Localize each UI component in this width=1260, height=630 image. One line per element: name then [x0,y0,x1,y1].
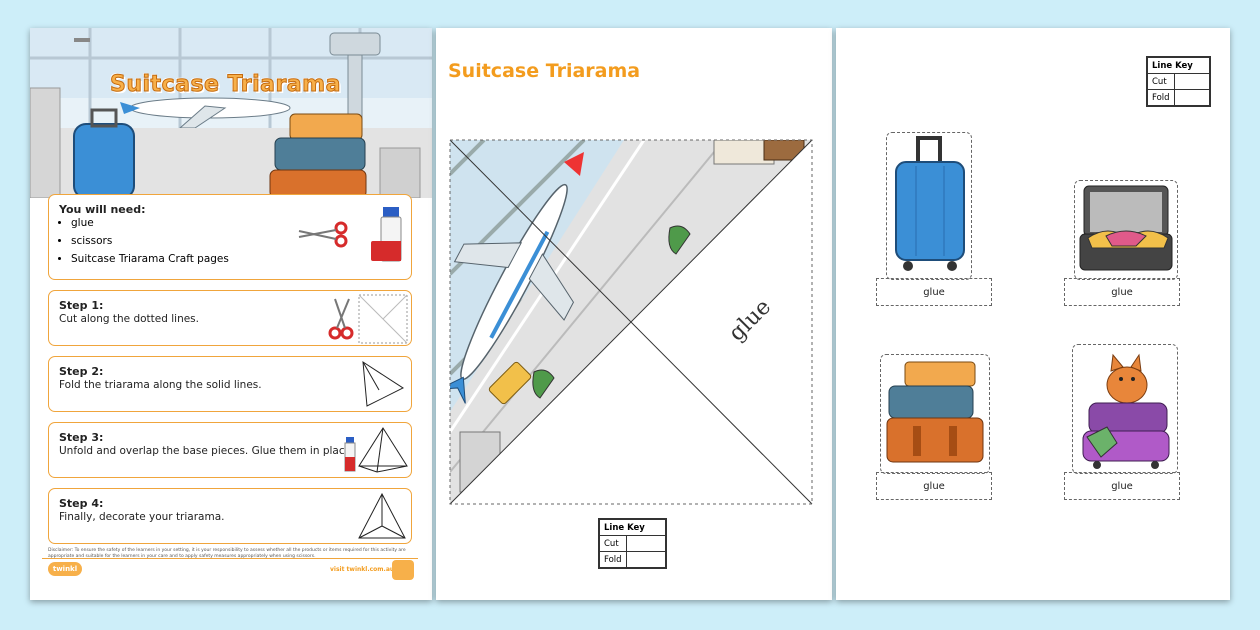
partner-logo [392,560,414,580]
step-4-box: Step 4: Finally, decorate your triarama. [48,488,412,544]
materials-box: You will need: glue scissors Suitcase Tr… [48,194,412,280]
scissors-icon [298,221,348,248]
instructions-page: Suitcase Triarama You will need: glue sc… [30,28,432,600]
step-text: Unfold and overlap the base pieces. Glue… [59,445,355,457]
step-text: Cut along the dotted lines. [59,313,199,325]
triarama-icon [358,492,406,539]
airport-illustration [30,28,432,198]
template-title: Suitcase Triarama [448,60,641,82]
line-key-fold: Fold [1147,89,1175,106]
suitcase-cutout [1074,180,1178,280]
materials-list: glue scissors Suitcase Triarama Craft pa… [55,217,229,271]
step-2-box: Step 2: Fold the triarama along the soli… [48,356,412,412]
glue-stick-icon [344,437,356,472]
list-item: glue [71,217,229,229]
step-3-box: Step 3: Unfold and overlap the base piec… [48,422,412,478]
page-title: Suitcase Triarama [110,72,341,98]
suitcase-cutout [1072,344,1178,474]
glue-stick-icon [371,207,402,262]
step-heading: Step 2: [59,365,104,378]
fold-line-sample [1173,89,1210,106]
folded-triangle-icon [362,361,405,407]
cut-line-sample [1173,73,1210,90]
step-heading: Step 1: [59,299,104,312]
triarama-template-page: Suitcase Triarama [436,28,832,600]
open-suitcase-icon [1079,185,1173,271]
suitcase-cutout [886,132,972,280]
line-key: Line Key Cut Fold [598,518,667,569]
blue-suitcase-icon [895,136,965,271]
cutouts-page: Line Key Cut Fold glue glue glue [836,28,1230,600]
suitcase-cutout [880,354,990,474]
scissors-icon [328,298,354,340]
line-key-fold: Fold [599,551,627,568]
step-text: Fold the triarama along the solid lines. [59,379,262,391]
glue-tab: glue [876,278,992,306]
list-item: Suitcase Triarama Craft pages [71,253,229,265]
line-key: Line Key Cut Fold [1146,56,1211,107]
cut-square-icon [358,294,408,344]
footer-url: visit twinkl.com.au [330,566,395,573]
glue-tab: glue [1064,278,1180,306]
step-heading: Step 4: [59,497,104,510]
list-item: scissors [71,235,229,247]
glue-tab: glue [1064,472,1180,500]
line-key-cut: Cut [599,535,627,552]
line-key-cut: Cut [1147,73,1175,90]
line-key-heading: Line Key [599,519,666,536]
cut-line-sample [625,535,666,552]
triarama-glue-icon [358,427,408,473]
glue-tab: glue [876,472,992,500]
step-1-box: Step 1: Cut along the dotted lines. [48,290,412,346]
triarama-template [449,139,813,505]
footer-divider [42,558,418,559]
line-key-heading: Line Key [1147,57,1210,74]
brand-logo: twinkl [48,562,82,576]
disclaimer: Disclaimer: To ensure the safety of the … [48,548,406,559]
step-heading: Step 3: [59,431,104,444]
step-text: Finally, decorate your triarama. [59,511,225,523]
fold-line-sample [625,551,666,568]
cat-on-suitcase-icon [1082,353,1170,469]
stacked-suitcases-icon [886,361,984,463]
materials-heading: You will need: [59,203,146,216]
